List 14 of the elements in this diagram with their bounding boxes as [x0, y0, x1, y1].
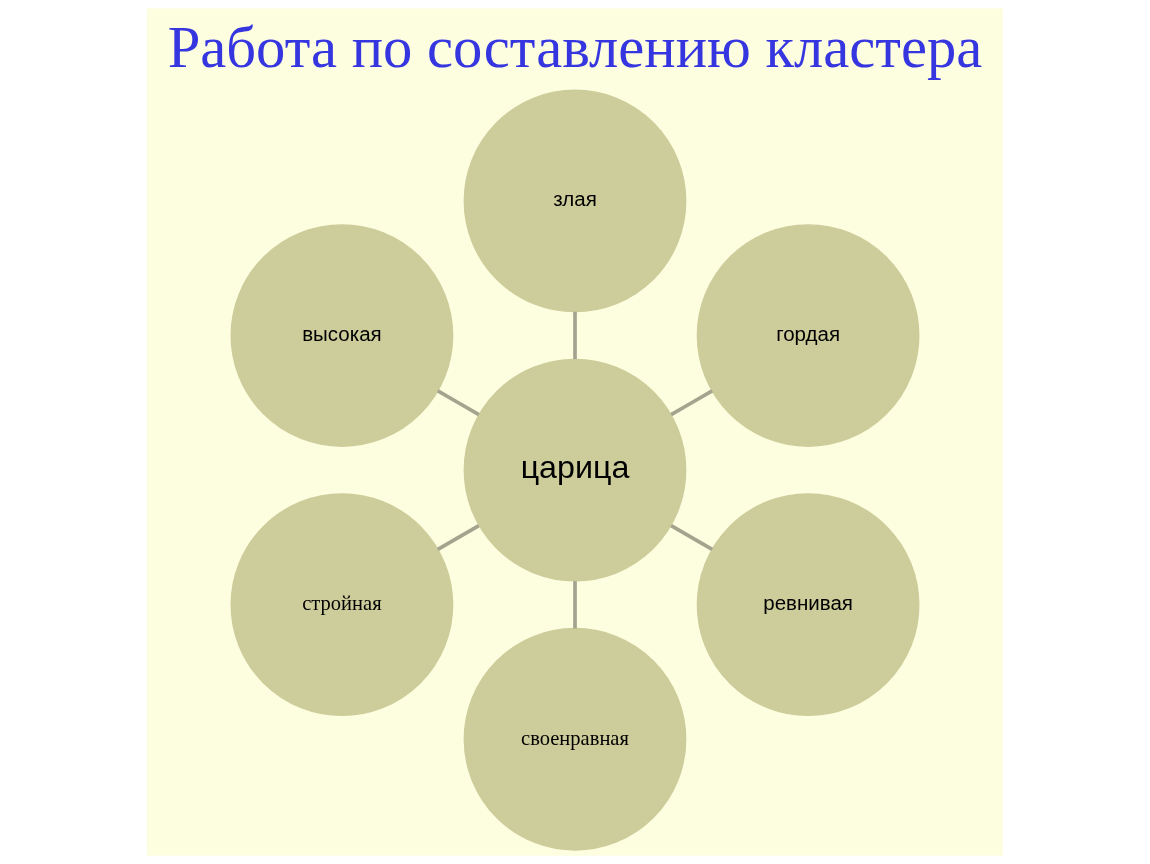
- connector: [573, 581, 577, 629]
- node-circle: стройная: [230, 493, 454, 717]
- connector: [670, 389, 714, 417]
- connector: [436, 524, 480, 551]
- node-circle: ревнивая: [696, 493, 920, 717]
- connector: [436, 389, 480, 417]
- connector: [670, 524, 714, 551]
- diagram-title: Работа по составлению кластера: [167, 14, 983, 80]
- node-circle: высокая: [230, 224, 454, 447]
- node-circle: гордая: [696, 224, 920, 447]
- connector: [573, 311, 577, 360]
- node-circle: своенравная: [463, 627, 687, 851]
- node-circle: злая: [463, 89, 687, 313]
- node-circle: царица: [463, 358, 687, 582]
